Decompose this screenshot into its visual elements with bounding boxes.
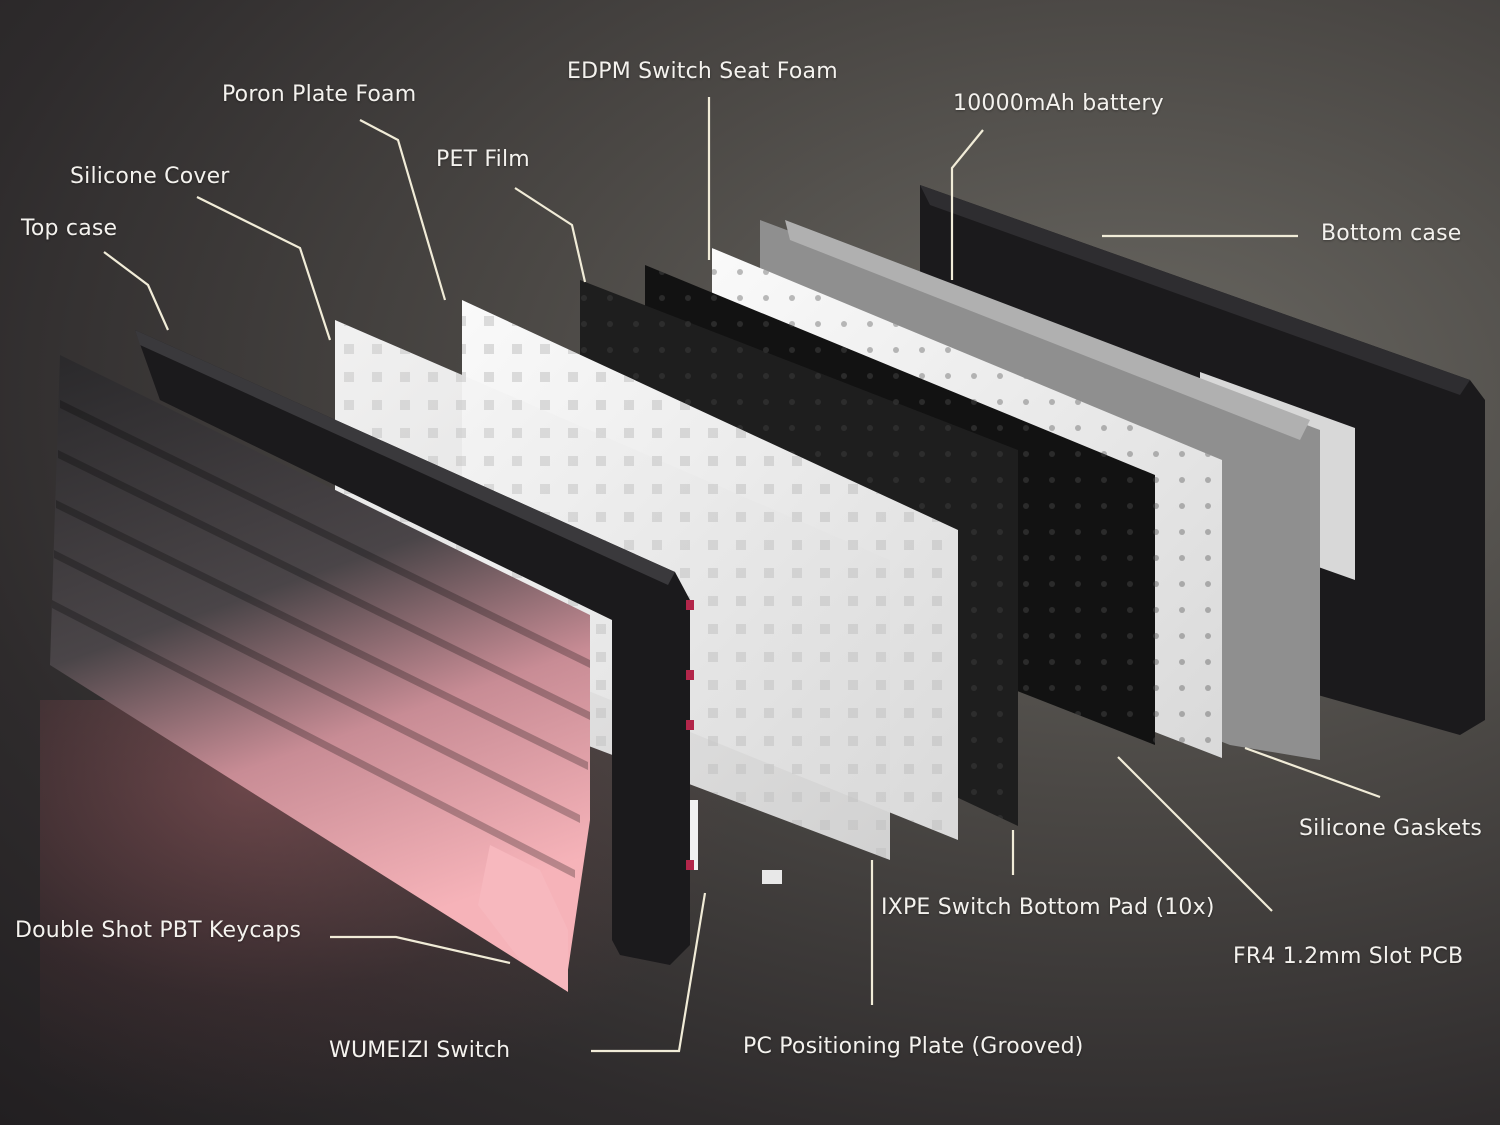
- leader-lines: [103, 97, 1381, 1053]
- top-case-shape: [135, 330, 690, 965]
- leader-keycaps: [330, 935, 511, 965]
- leader-poron-plate-foam: [359, 119, 447, 301]
- label-silicone-cover: Silicone Cover: [70, 164, 230, 189]
- label-edpm-switch-seat-foam: EDPM Switch Seat Foam: [567, 59, 838, 84]
- label-ixpe-pad: IXPE Switch Bottom Pad (10x): [881, 895, 1215, 920]
- leader-fr4-pcb: [1117, 756, 1273, 912]
- label-pc-plate: PC Positioning Plate (Grooved): [743, 1034, 1084, 1059]
- leader-battery: [950, 129, 984, 280]
- label-battery: 10000mAh battery: [953, 91, 1164, 116]
- leader-pet-film: [514, 187, 587, 283]
- leader-top-case: [103, 251, 170, 331]
- label-switch: WUMEIZI Switch: [329, 1038, 511, 1063]
- label-pet-film: PET Film: [436, 147, 530, 172]
- leader-switch: [591, 892, 707, 1053]
- leader-silicone-cover: [196, 196, 332, 341]
- label-keycaps: Double Shot PBT Keycaps: [15, 918, 302, 943]
- label-silicone-gaskets: Silicone Gaskets: [1299, 816, 1483, 841]
- leader-silicone-gaskets: [1244, 746, 1381, 799]
- switch-stems-shape: [686, 600, 694, 870]
- keycaps-shape: [50, 355, 590, 992]
- label-poron-plate-foam: Poron Plate Foam: [222, 82, 417, 107]
- label-fr4-pcb: FR4 1.2mm Slot PCB: [1233, 944, 1464, 969]
- label-bottom-case: Bottom case: [1321, 221, 1462, 246]
- label-top-case: Top case: [21, 216, 118, 241]
